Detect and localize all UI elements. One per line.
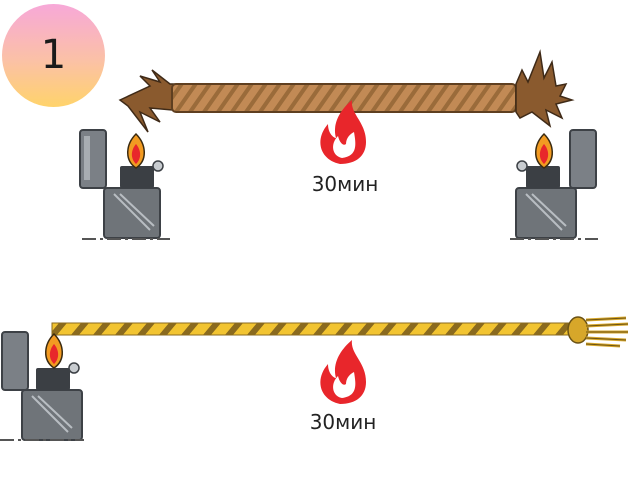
lighter-right (515, 129, 597, 239)
rope (118, 49, 575, 133)
step-number: 1 (40, 32, 67, 78)
flame-left-lighter (127, 132, 145, 169)
fire-icon (320, 340, 366, 404)
flame-bottom-lighter (45, 332, 63, 369)
flame-right-lighter (535, 132, 553, 169)
fire-icon (320, 100, 366, 164)
lighter-left (79, 129, 164, 239)
duration-label-fuse: 30мин (309, 410, 377, 434)
duration-label-rope: 30мин (311, 172, 379, 196)
lighter-bottom (1, 331, 83, 441)
step-badge: 1 (2, 4, 105, 107)
fuse (51, 316, 629, 348)
